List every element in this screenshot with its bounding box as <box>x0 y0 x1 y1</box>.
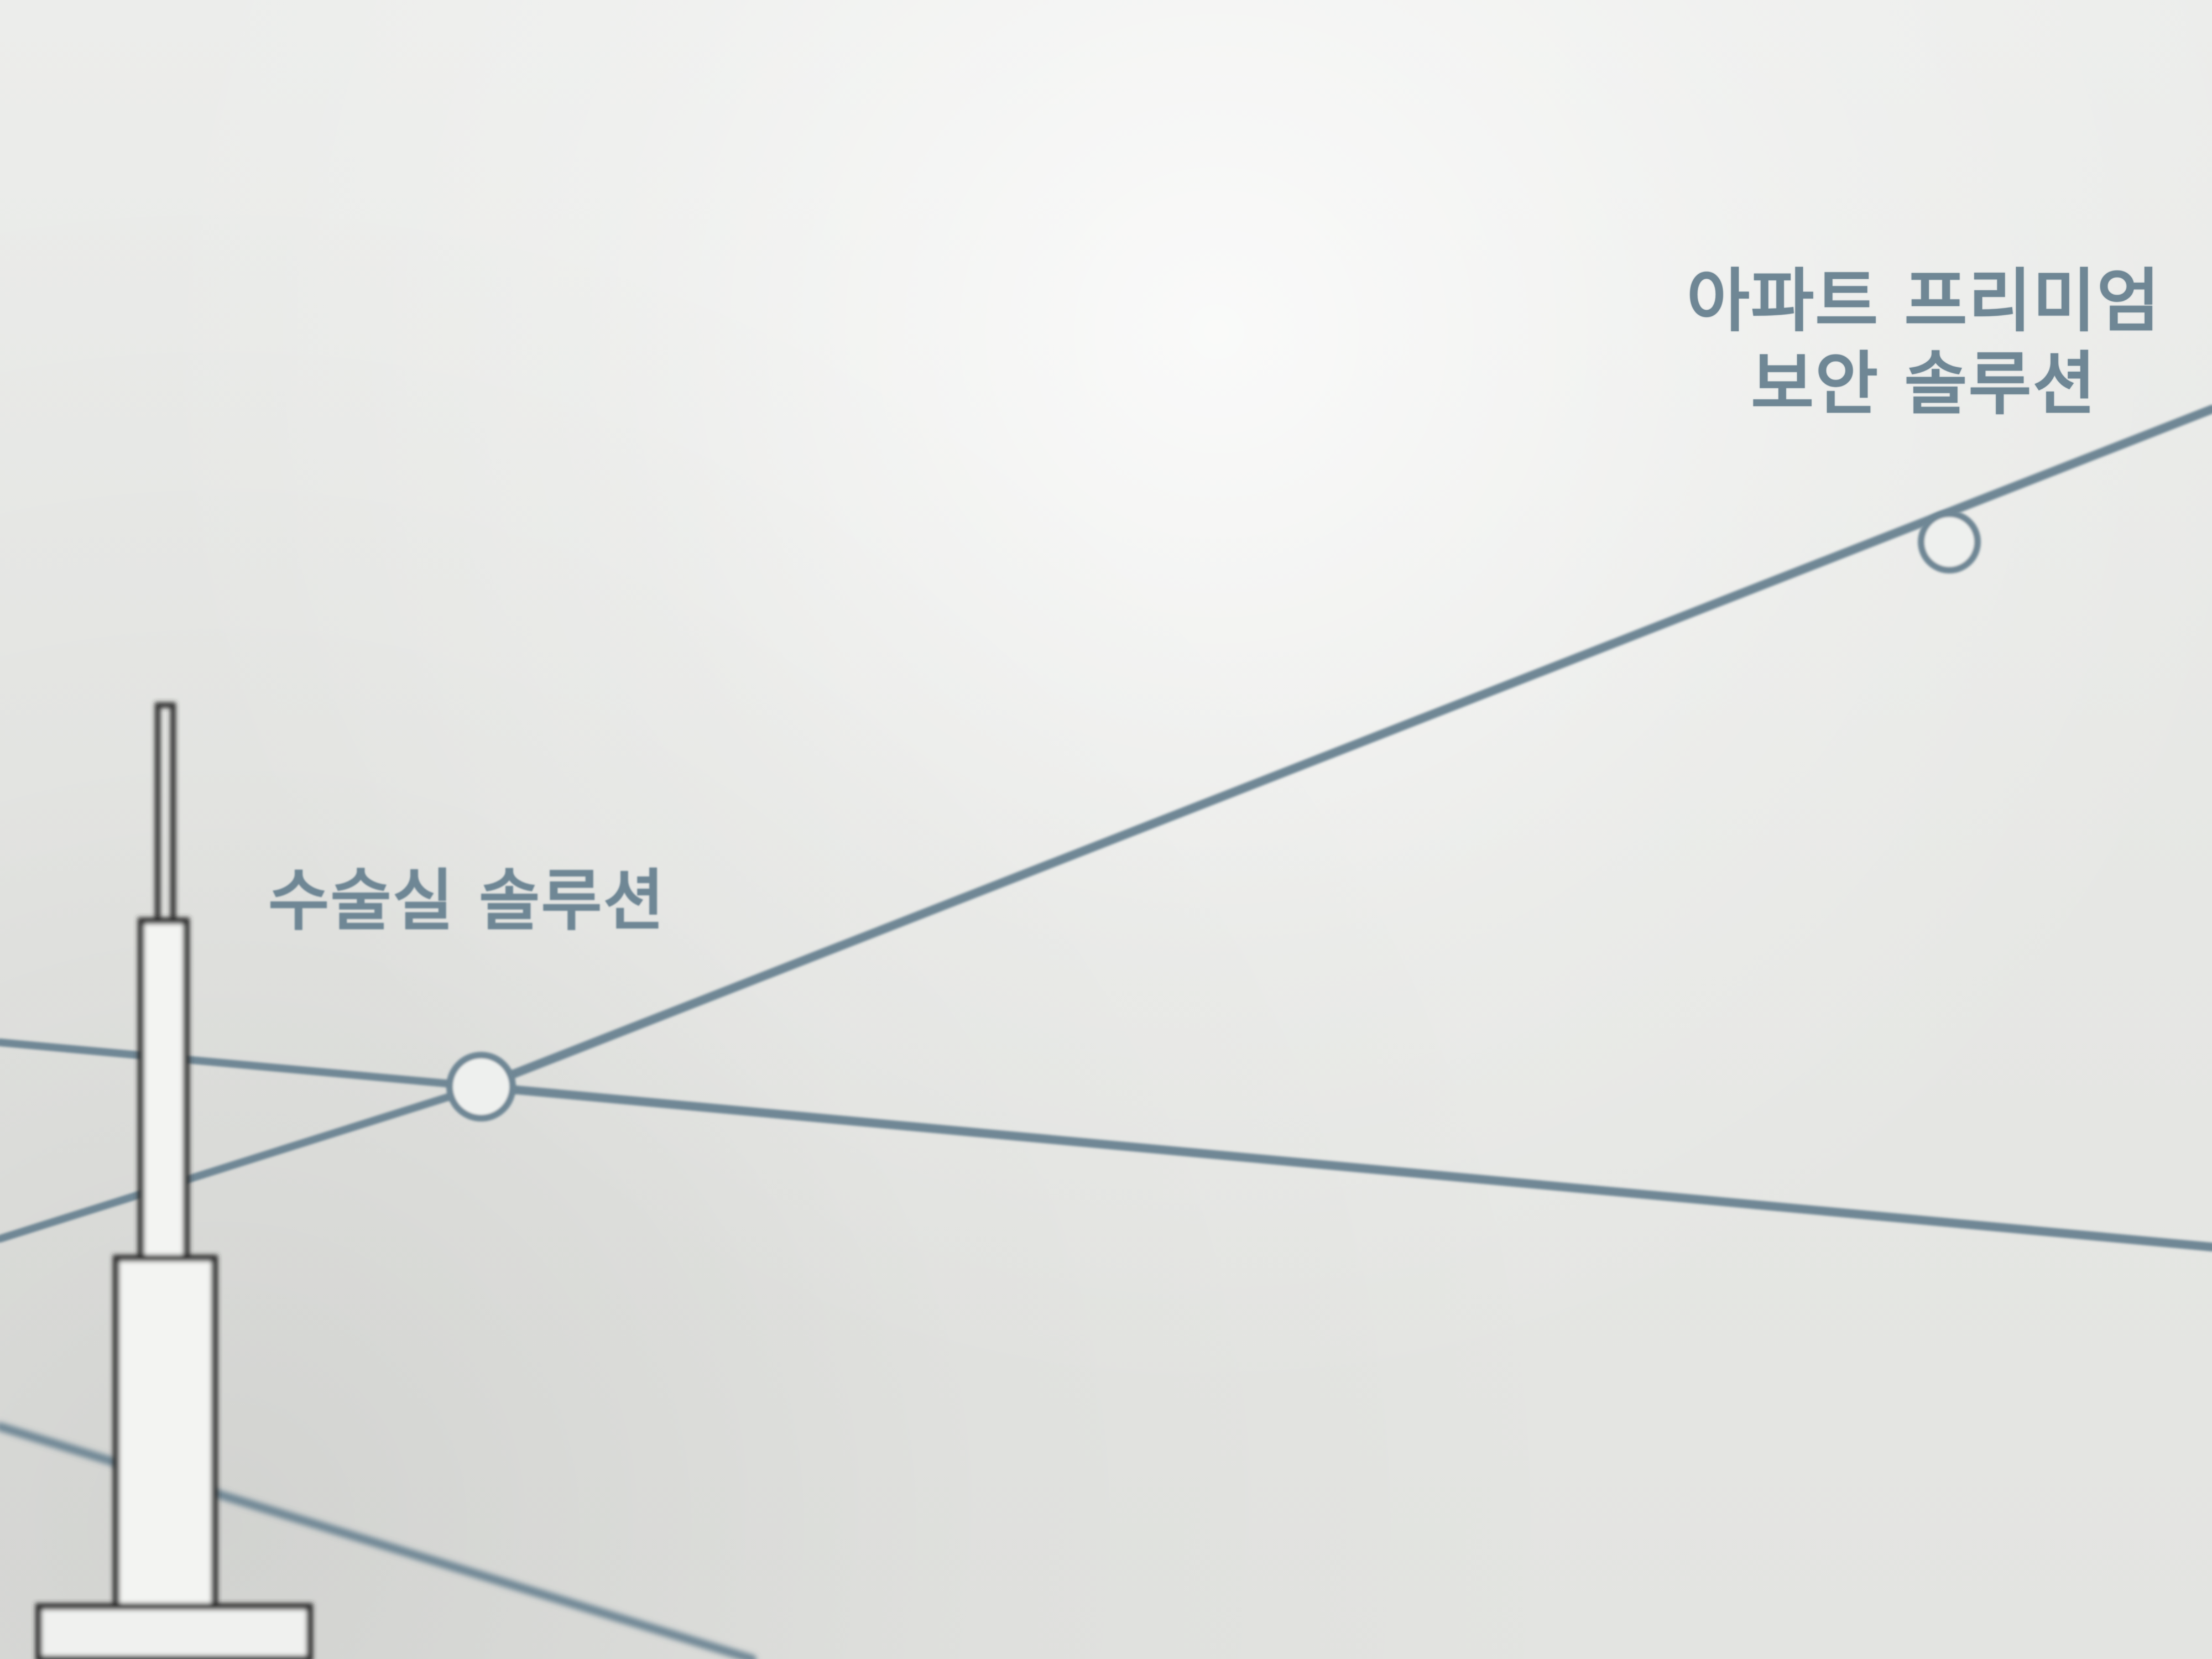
connection-lines <box>0 405 2212 1659</box>
label-apartment-security: 아파트 프리미엄 보안 솔루션 <box>1687 260 2161 426</box>
nodes <box>446 510 1981 1121</box>
label-surgery-solution: 수술실 솔루션 <box>268 863 665 940</box>
label-surgery-line-1: 수술실 솔루션 <box>268 863 666 940</box>
node-apartment <box>1918 510 1981 573</box>
tower-shaft <box>138 917 190 1261</box>
line-hub-to-right <box>477 1082 2212 1251</box>
line-upper-right <box>477 405 2212 1091</box>
line-lower-left <box>0 1083 485 1243</box>
tower-body <box>113 1255 218 1610</box>
tower-base <box>35 1603 313 1659</box>
tower-antenna <box>155 702 176 924</box>
label-apartment-line-2: 보안 솔루션 <box>1751 345 2097 424</box>
line-left-to-hub <box>0 1039 485 1091</box>
tower-illustration <box>35 702 313 1659</box>
label-apartment-line-1: 아파트 프리미엄 <box>1687 262 2161 341</box>
node-surgery <box>446 1052 516 1121</box>
